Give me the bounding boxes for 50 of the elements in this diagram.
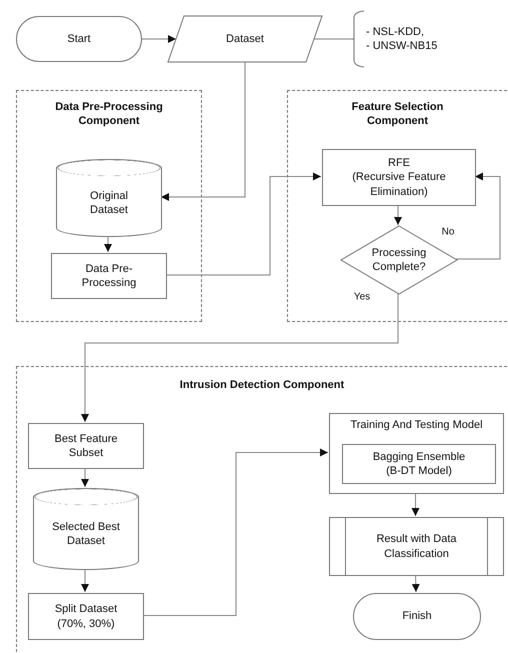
- connector-line: [314, 38, 352, 40]
- terminal-shape: [16, 16, 142, 62]
- group-title: Feature Selection Component: [350, 101, 444, 128]
- database-cylinder: [56, 159, 162, 237]
- edge-label: Yes: [352, 292, 372, 302]
- node-label: Best Feature Subset: [54, 432, 118, 460]
- node-label: Finish: [402, 609, 432, 624]
- edge-label: No: [440, 226, 456, 238]
- node-label: Data Pre-Processing: [80, 262, 138, 290]
- node-label: (Recursive Feature Elimination): [351, 170, 447, 199]
- arrow: [412, 574, 420, 592]
- component-group: [16, 90, 202, 322]
- process-box: [28, 593, 144, 640]
- component-group: [16, 366, 507, 652]
- node-label: Original Dataset: [89, 188, 129, 218]
- node-label: Dataset: [226, 32, 264, 46]
- process-box: [28, 423, 144, 469]
- arrow: [81, 568, 89, 592]
- node-label: Split Dataset (70%, 30%): [54, 602, 118, 631]
- predefined-process-box: [329, 517, 504, 576]
- arrow: [456, 172, 500, 260]
- component-group: [287, 90, 507, 322]
- node-label: Training And Testing Model: [349, 419, 484, 431]
- node-label: Start: [67, 32, 91, 46]
- process-box: [322, 149, 476, 206]
- group-title: Intrusion Detection Component: [178, 379, 346, 393]
- process-box: [342, 444, 496, 484]
- arrow: [142, 448, 328, 616]
- node-label: Processing Complete?: [370, 246, 428, 274]
- node-label: Bagging Ensemble (B-DT Model): [372, 450, 466, 478]
- decision-diamond: [341, 226, 457, 294]
- arrow: [81, 468, 89, 488]
- arrow: [412, 492, 420, 516]
- arrow: [81, 292, 398, 422]
- process-box: [329, 413, 504, 494]
- node-label: RFE: [388, 156, 410, 170]
- database-cylinder: [33, 488, 139, 570]
- arrow: [142, 35, 176, 43]
- node-label: Selected Best Dataset: [51, 520, 121, 548]
- arrow: [394, 204, 402, 226]
- node-label: Result with Data Classification: [375, 532, 458, 561]
- annotation-text: - UNSW-NB15: [365, 39, 438, 54]
- group-title: Data Pre-Processing Component: [54, 101, 164, 128]
- arrow: [104, 236, 112, 252]
- arrow: [166, 172, 322, 276]
- terminal-shape: [353, 593, 481, 640]
- data-parallelogram: [168, 16, 322, 62]
- arrow: [160, 62, 246, 201]
- process-box: [51, 253, 167, 299]
- annotation-text: - NSL-KDD,: [365, 24, 426, 39]
